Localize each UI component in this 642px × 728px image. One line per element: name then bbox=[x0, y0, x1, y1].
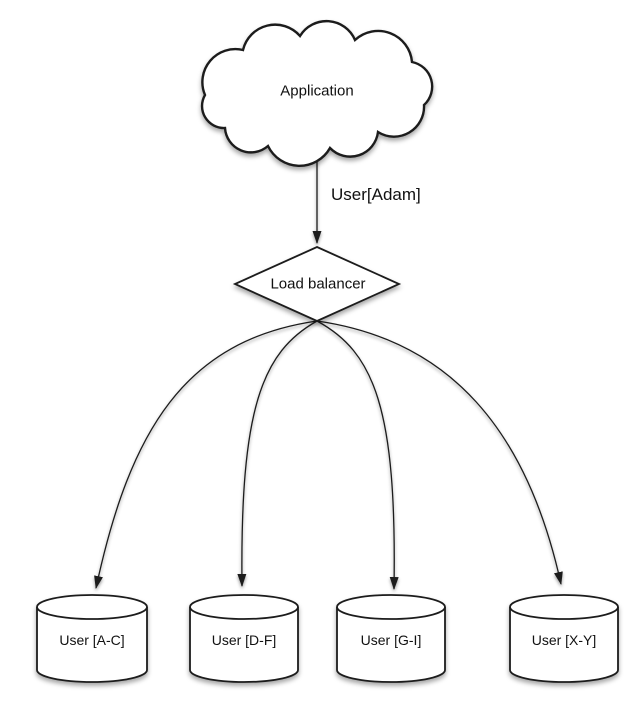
cylinder-body bbox=[336, 607, 446, 683]
shard-cylinder-4 bbox=[509, 594, 619, 683]
application-label: Application bbox=[280, 82, 354, 100]
cylinder-top bbox=[336, 594, 446, 620]
edge-label-user-adam: User[Adam] bbox=[331, 185, 421, 204]
shard-label-4: User [X-Y] bbox=[531, 632, 597, 648]
lb-to-shard1-arrow bbox=[94, 320, 318, 589]
cloud-outline bbox=[200, 19, 434, 167]
shard-label-3: User [G-I] bbox=[360, 632, 422, 648]
shard-cylinder-1 bbox=[36, 594, 148, 683]
connector-group bbox=[94, 150, 563, 590]
shard-label-1: User [A-C] bbox=[59, 632, 125, 648]
shard-label-2: User [D-F] bbox=[211, 632, 277, 648]
lb-to-shard2-arrow bbox=[237, 320, 318, 587]
load-balancer-label: Load balancer bbox=[270, 275, 366, 293]
diamond-outline bbox=[232, 246, 402, 322]
shard-cylinder-2 bbox=[189, 594, 299, 683]
shard-cylinder-3 bbox=[336, 594, 446, 683]
cylinder-top bbox=[509, 594, 619, 620]
cylinder-body bbox=[189, 607, 299, 683]
load-balancer-diamond-shape bbox=[232, 246, 402, 322]
lb-to-shard4-arrow bbox=[316, 320, 563, 585]
cylinder-top bbox=[36, 594, 148, 620]
application-cloud-shape bbox=[200, 19, 434, 167]
lb-to-shard3-arrow bbox=[316, 320, 399, 590]
cylinder-top bbox=[189, 594, 299, 620]
cylinder-body bbox=[509, 607, 619, 683]
cylinder-body bbox=[36, 607, 148, 683]
